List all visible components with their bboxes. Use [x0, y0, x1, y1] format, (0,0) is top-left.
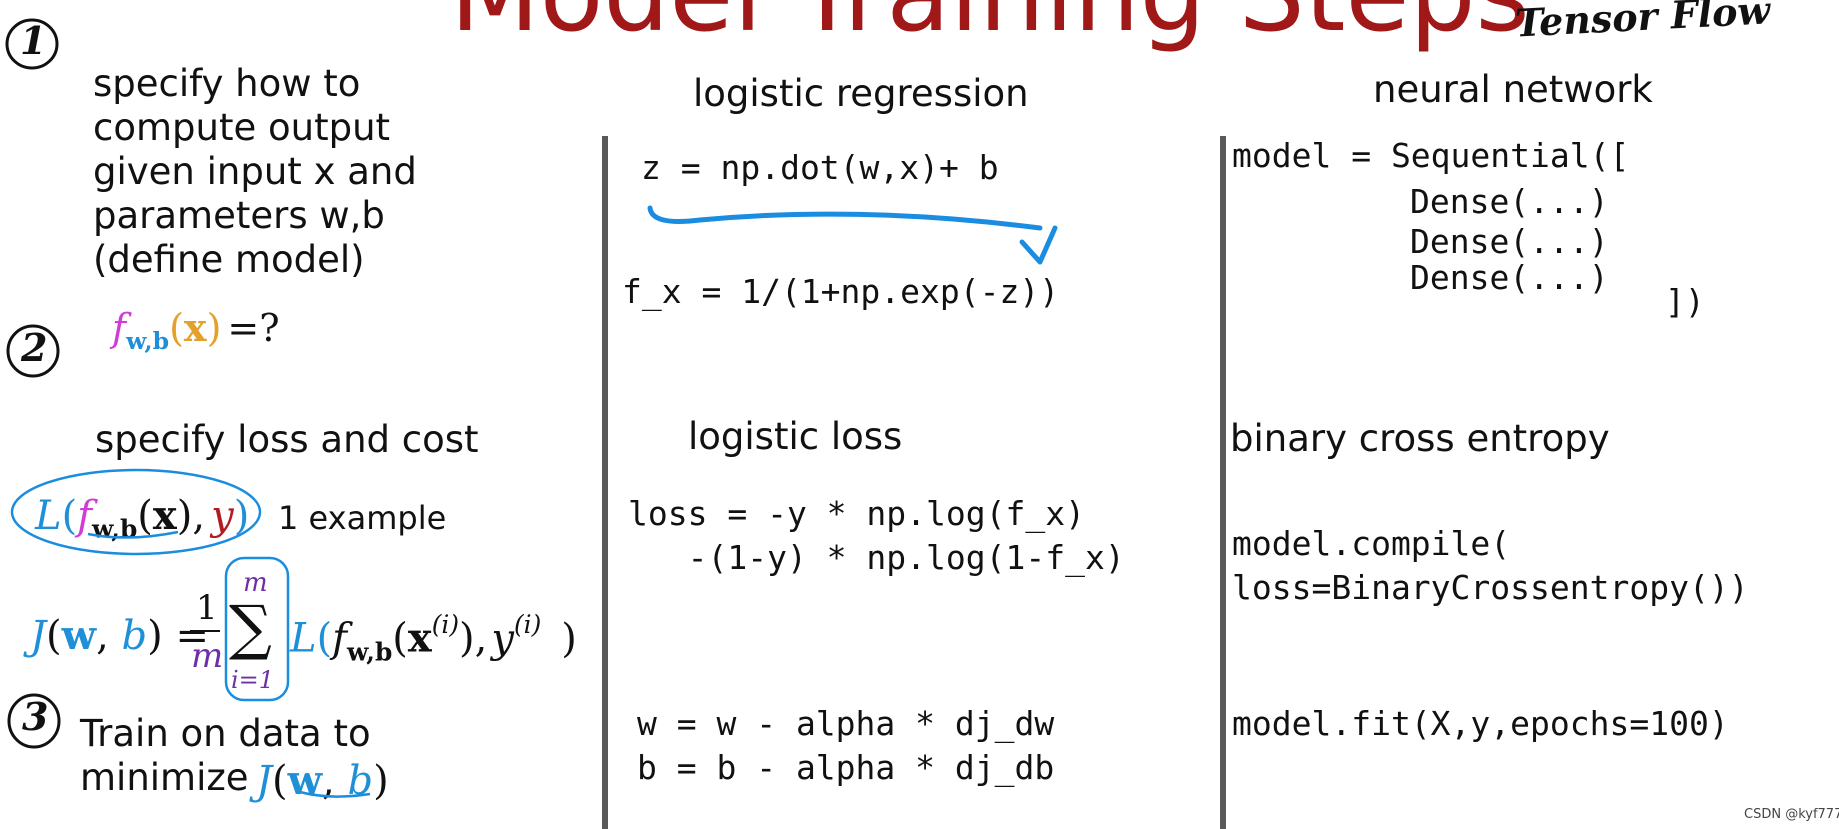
sequential-close: ]) — [1665, 282, 1705, 321]
sum-symbol: ∑ — [229, 593, 272, 663]
step-2-text: specify loss and cost — [95, 418, 479, 461]
fraction-numerator: 1 — [196, 588, 218, 628]
step-circles — [5, 18, 61, 749]
dense-layer-3: Dense(...) — [1410, 258, 1609, 297]
sum-upper-limit: m — [243, 568, 268, 598]
code-f-x: f_x = 1/(1+np.exp(-z)) — [622, 272, 1060, 311]
hand-annotations — [10, 205, 1058, 798]
logistic-regression-header: logistic regression — [693, 72, 1029, 115]
compile-code-line-1: model.compile( — [1232, 524, 1511, 563]
fraction-denominator: m — [191, 636, 224, 676]
model-sequential-code: model = Sequential([ — [1232, 136, 1630, 175]
title-annotation: Tensor Flow — [1513, 0, 1772, 46]
one-example-label: 1 example — [278, 499, 447, 537]
step-1-text: specify how to compute output given inpu… — [93, 62, 417, 281]
loss-code-line-2: -(1-y) * np.log(1-f_x) — [628, 538, 1125, 577]
logistic-loss-header: logistic loss — [688, 415, 903, 458]
step-3-text: Train on data to minimize — [80, 712, 371, 799]
watermark: CSDN @kyf777 — [1744, 807, 1839, 822]
loss-function: L(fw,b(x),y) — [35, 492, 250, 544]
loss-code-line-1: loss = -y * np.log(f_x) — [628, 494, 1085, 533]
column-divider-right — [1220, 136, 1226, 829]
binary-cross-entropy-header: binary cross entropy — [1230, 417, 1610, 460]
fraction-bar — [190, 630, 220, 632]
dense-layer-1: Dense(...) — [1410, 182, 1609, 221]
code-z: z = np.dot(w,x)+ b — [641, 148, 999, 187]
step-3-number: 3 — [22, 694, 49, 739]
update-b-code: b = b - alpha * dj_db — [637, 748, 1055, 787]
update-w-code: w = w - alpha * dj_dw — [637, 704, 1055, 743]
step-1-number: 1 — [20, 18, 47, 63]
neural-network-header: neural network — [1373, 68, 1653, 111]
compile-code-line-2: loss=BinaryCrossentropy()) — [1232, 568, 1749, 607]
model-function: fw,b(x)=? — [112, 305, 280, 356]
slide-title: Model Training Steps — [450, 0, 1530, 46]
cost-function-rhs: L(fw,b(x(i)),y(i)) — [290, 610, 577, 667]
cost-function-lhs: J(w, b) = — [30, 612, 209, 659]
dense-layer-2: Dense(...) — [1410, 222, 1609, 261]
sum-lower-limit: i=1 — [231, 666, 275, 694]
column-divider-left — [602, 136, 608, 829]
fit-code: model.fit(X,y,epochs=100) — [1232, 704, 1729, 743]
step-2-number: 2 — [21, 325, 48, 370]
